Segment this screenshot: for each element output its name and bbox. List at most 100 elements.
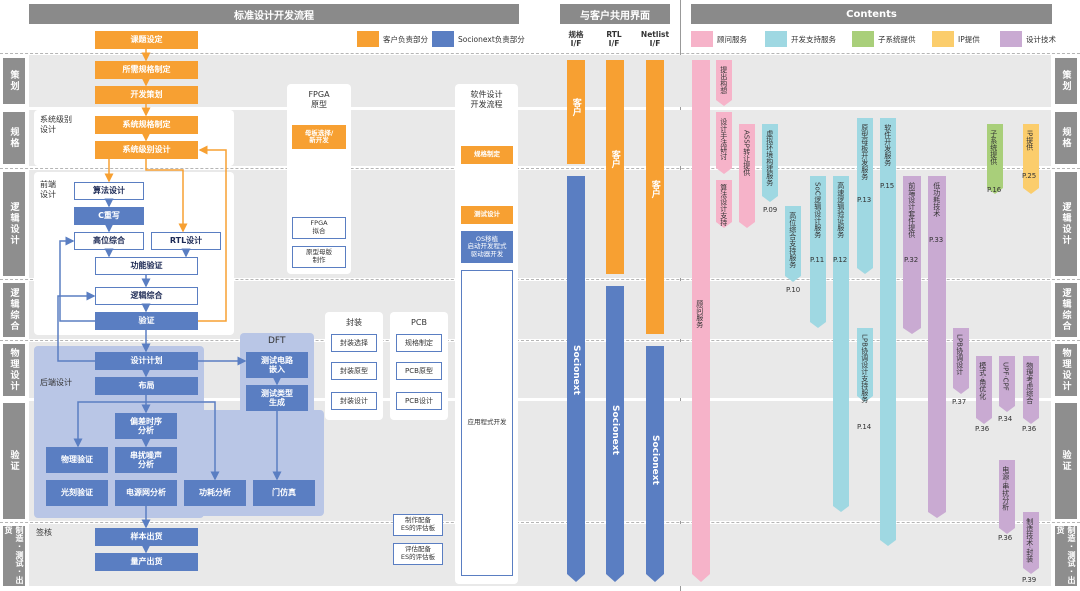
pcb-title: PCB	[411, 318, 427, 327]
sw-app-dev-box[interactable]: 应用程式开发	[461, 270, 513, 576]
package-proto[interactable]: 封装原型	[331, 362, 377, 380]
gate-sim-box[interactable]: 门仿真	[253, 480, 315, 506]
phys-verify-box[interactable]: 物理验证	[46, 447, 108, 473]
eval-board-test[interactable]: 评估配备 ES的评估板	[393, 543, 443, 565]
side-label-verify: 验证	[3, 403, 25, 519]
dft-insert-box[interactable]: 测试电路 嵌入	[246, 352, 308, 378]
sys-spec-box[interactable]: 系统规格制定	[95, 116, 198, 134]
page-p33: P.33	[929, 236, 944, 244]
sw-dev-arrow	[880, 118, 896, 546]
proto-board-arrow	[857, 118, 873, 274]
fpga-board-select[interactable]: 母板选择/ 新开发	[292, 125, 346, 149]
page-p36a: P.36	[975, 425, 990, 433]
side-label-mfg-right: 制造·测试·出货	[1055, 526, 1077, 586]
pcb-spec[interactable]: 规格制定	[396, 334, 442, 352]
sys-design-box[interactable]: 系统级别设计	[95, 141, 198, 159]
sw-os-port-box[interactable]: OS移植 启动开发程式 驱动器开发	[461, 231, 513, 263]
interface-spec: 规格 I/F	[568, 30, 584, 48]
sw-spec-box[interactable]: 规格制定	[461, 146, 513, 164]
side-label-phys: 物理设计	[3, 344, 25, 396]
consulting-main-arrow	[692, 60, 710, 582]
fpga-proto-board[interactable]: 原型母版 制作	[292, 246, 346, 268]
dft-pattern-box[interactable]: 测试类型 生成	[246, 385, 308, 411]
side-label-spec-right: 规格	[1055, 112, 1077, 164]
idea-label: 提出构想	[719, 66, 728, 94]
mfg-pkg-label: 制造技术·封装	[1025, 518, 1034, 563]
c-rewrite-box[interactable]: C重写	[74, 207, 144, 225]
page-p25: P.25	[1022, 172, 1037, 180]
package-design[interactable]: 封装设计	[331, 392, 377, 410]
algo-support-label: 算法设计支持	[719, 184, 728, 226]
legend-dev-support: 开发支持服务	[765, 31, 836, 47]
frontend-kit-arrow	[903, 176, 921, 334]
page-p09: P.09	[763, 206, 778, 214]
system-design-label: 系统级别 设计	[40, 115, 72, 134]
interface-netlist: Netlist I/F	[640, 30, 670, 48]
side-label-spec: 规格	[3, 112, 25, 164]
legend-design-tech: 设计技术	[1000, 31, 1056, 47]
consulting-main-label: 顾问服务	[695, 300, 704, 328]
topic-box[interactable]: 课题设定	[95, 31, 198, 49]
page-p10: P.10	[786, 286, 801, 294]
power-noise-arrow	[999, 460, 1015, 534]
func-verify-box[interactable]: 功能验证	[95, 257, 198, 275]
backend-label: 后端设计	[40, 378, 72, 387]
idea-arrow	[716, 60, 732, 106]
sw-dev-label: 软件开发服务	[883, 124, 892, 166]
band-plan	[29, 55, 1051, 107]
ip-arrow	[1023, 124, 1039, 194]
mode-corner-label: 模式·角优化	[978, 362, 987, 400]
pcb-design[interactable]: PCB设计	[396, 392, 442, 410]
power-analysis-box[interactable]: 功耗分析	[184, 480, 246, 506]
lpb-support-label: LPB协调设计支持服务	[860, 334, 869, 403]
separator	[0, 279, 1080, 280]
pcb-proto[interactable]: PCB原型	[396, 362, 442, 380]
phys-synth-label: 物理考虑综合	[1025, 362, 1034, 404]
sample-ship-box[interactable]: 样本出货	[95, 528, 198, 546]
fast-verify-arrow	[833, 176, 849, 512]
separator	[0, 168, 1080, 169]
spec-box[interactable]: 所需规格制定	[95, 61, 198, 79]
spec-if-customer	[567, 60, 585, 164]
low-power-label: 低功耗技术	[932, 182, 941, 217]
hls-support-arrow	[785, 206, 801, 282]
legend-customer: 客户负责部分	[357, 31, 428, 47]
phys-synth-arrow	[1023, 356, 1039, 424]
page-p14: P.14	[857, 423, 872, 431]
lpb-design-label: LPB协调设计	[955, 334, 964, 375]
plan-box[interactable]: 开发策划	[95, 86, 198, 104]
dft-label: DFT	[268, 336, 286, 346]
noise-box[interactable]: 串扰噪声 分析	[115, 447, 177, 473]
fpga-fit[interactable]: FPGA 拟合	[292, 217, 346, 239]
design-plan-box[interactable]: 设计计划	[95, 352, 198, 370]
hls-support-label: 高位综合支持服务	[788, 212, 797, 268]
fpga-column	[287, 84, 351, 274]
algo-support-arrow	[716, 180, 732, 228]
package-select[interactable]: 封装选择	[331, 334, 377, 352]
skew-timing-box[interactable]: 偏差时序 分析	[115, 413, 177, 439]
side-label-mfg: 制造·测试·出货	[3, 526, 25, 586]
method-label: 设计手法研讨	[719, 118, 728, 160]
separator	[0, 522, 1080, 523]
software-title: 软件设计 开发流程	[470, 90, 503, 109]
package-title: 封装	[346, 318, 362, 327]
power-grid-box[interactable]: 电源网分析	[115, 480, 177, 506]
mass-ship-box[interactable]: 量产出货	[95, 553, 198, 571]
sw-test-design-box[interactable]: 测试设计	[461, 206, 513, 224]
layout-box[interactable]: 布局	[95, 377, 198, 395]
litho-box[interactable]: 光刻验证	[46, 480, 108, 506]
power-noise-label: 电源·串扰分析	[1001, 466, 1010, 511]
fast-verify-label: 高速逻辑验证服务	[836, 182, 845, 238]
upf-cpf-arrow	[999, 356, 1015, 412]
legend-socionext: Socionext负责部分	[432, 31, 525, 47]
page-p15: P.15	[880, 182, 895, 190]
netlist-if-socionext	[646, 346, 664, 582]
page-p37: P.37	[952, 398, 967, 406]
page-p34: P.34	[998, 415, 1013, 423]
upf-cpf-label: UPF·CPF	[1001, 362, 1010, 391]
verify-box[interactable]: 验证	[95, 312, 198, 330]
page-p39: P.39	[1022, 576, 1037, 584]
eval-board-make[interactable]: 制作配备 ES的评估板	[393, 514, 443, 536]
side-label-synth: 逻辑综合	[3, 283, 25, 337]
lpb-design-arrow	[953, 328, 969, 394]
